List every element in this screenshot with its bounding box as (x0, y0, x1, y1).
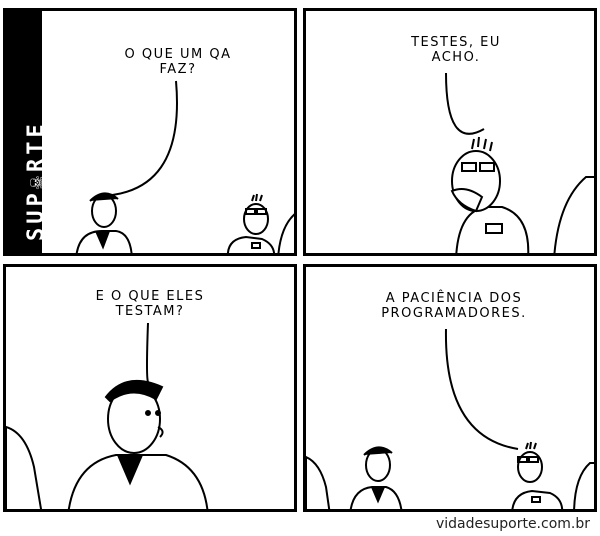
man-character (67, 380, 209, 509)
monitor (277, 213, 294, 253)
monitor (306, 455, 331, 509)
comic-panel-4: A PACIÊNCIA DOS PROGRAMADORES. (303, 264, 597, 512)
panel-4-drawing (306, 328, 594, 509)
speech-bubble-text: E O QUE ELES TESTAM? (95, 289, 205, 319)
monitor (6, 425, 43, 509)
speech-bubble-text: TESTES, EU ACHO. (411, 35, 501, 65)
qa-character (450, 136, 530, 253)
panel-1-drawing (75, 80, 294, 253)
monitor (573, 462, 594, 509)
man-character (75, 192, 133, 253)
man-character (349, 446, 403, 509)
comic-panel-3: E O QUE ELES TESTAM? (3, 264, 297, 512)
comic-panel-1: SUP☠RTE_ O QUE UM QA FAZ? (3, 8, 297, 256)
monitor (553, 176, 594, 253)
site-url: vidadesuporte.com.br (435, 516, 590, 532)
brand-strip: SUP☠RTE_ (6, 11, 49, 253)
panel-2-drawing (445, 72, 594, 253)
qa-character (226, 193, 276, 253)
speech-bubble-text: A PACIÊNCIA DOS PROGRAMADORES. (381, 291, 527, 321)
comic-panel-2: TESTES, EU ACHO. (303, 8, 597, 256)
speech-bubble-text: O QUE UM QA FAZ? (124, 47, 232, 77)
panel-3-drawing (6, 322, 209, 509)
qa-character (511, 441, 564, 509)
